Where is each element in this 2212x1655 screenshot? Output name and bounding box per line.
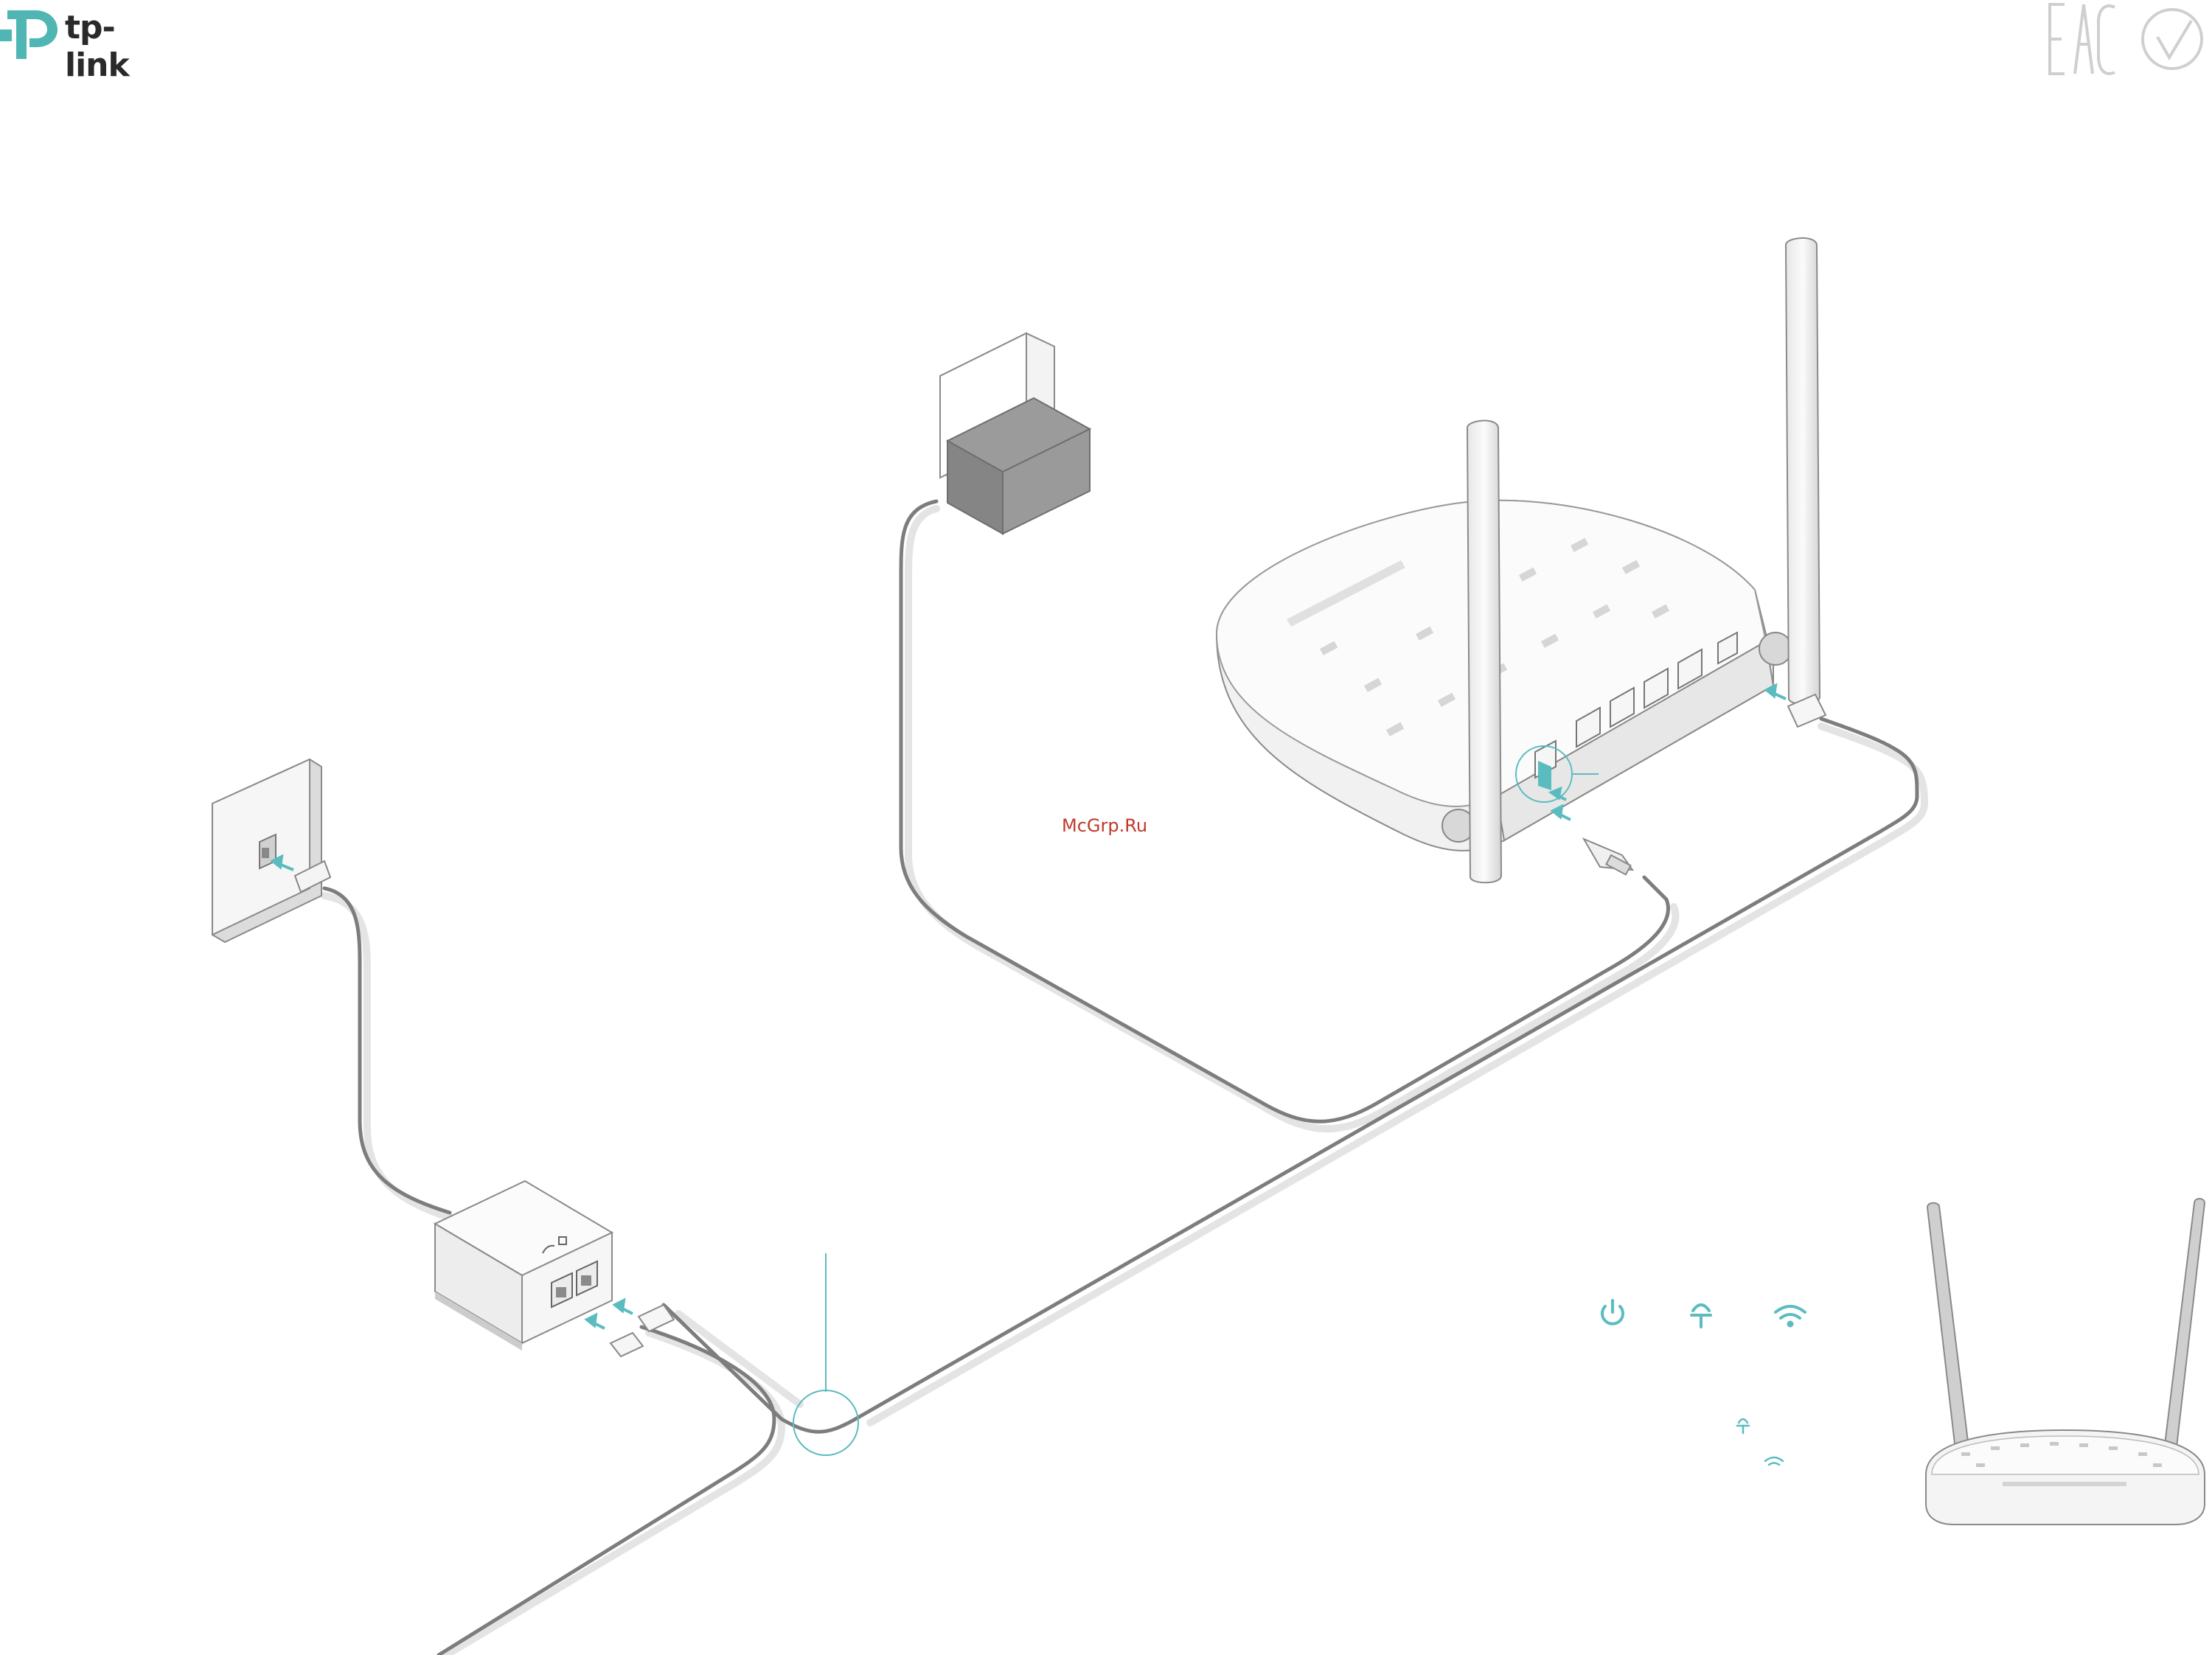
cables bbox=[321, 499, 1928, 1655]
jack-plug-arrow bbox=[270, 854, 294, 871]
modem-router bbox=[1215, 499, 1792, 851]
brand-name: tp-link bbox=[65, 9, 130, 84]
router-antenna-left bbox=[1466, 419, 1503, 884]
modem-icon bbox=[558, 1236, 567, 1245]
splitter-plug-arrows bbox=[584, 1297, 633, 1330]
adsl-led-small-icon bbox=[1736, 1418, 1750, 1435]
wall-phone-jack bbox=[212, 758, 332, 944]
router-plugs bbox=[1582, 693, 1827, 876]
tp-link-logo: tp-link bbox=[0, 0, 177, 84]
eac-mark-icon bbox=[2048, 3, 2203, 75]
power-adapter bbox=[939, 332, 1092, 535]
adsl-splitter bbox=[433, 1180, 614, 1351]
adsl-led-icon bbox=[1690, 1303, 1712, 1328]
cable-callout bbox=[793, 1253, 859, 1456]
power-led-icon bbox=[1601, 1299, 1624, 1325]
power-button-callout bbox=[1515, 745, 1599, 803]
watermark-text: McGrp.Ru bbox=[1062, 815, 1148, 836]
wifi-led-icon bbox=[1774, 1305, 1806, 1328]
certification-marks bbox=[2035, 0, 2212, 81]
router-antenna-right bbox=[1784, 237, 1821, 705]
router-plug-arrows bbox=[1548, 683, 1787, 821]
tp-link-logo-mark bbox=[0, 10, 58, 59]
router-thumbnail bbox=[1925, 1198, 2206, 1525]
splitter-plugs bbox=[609, 1303, 675, 1358]
phone-icon bbox=[542, 1244, 555, 1254]
wifi-led-small-icon bbox=[1764, 1456, 1784, 1466]
